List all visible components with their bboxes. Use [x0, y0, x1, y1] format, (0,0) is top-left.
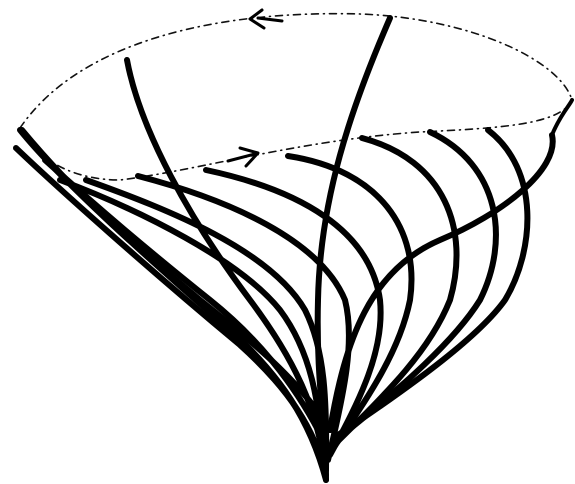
dashed-orbit-top: [20, 14, 572, 128]
outer-right-curve-tip: [552, 100, 572, 135]
curved-arrow-right-icon: [228, 148, 258, 166]
curved-arrow-left-icon: [250, 10, 282, 28]
fan-curve-8: [338, 130, 527, 435]
dashed-orbit-bottom: [20, 100, 572, 180]
